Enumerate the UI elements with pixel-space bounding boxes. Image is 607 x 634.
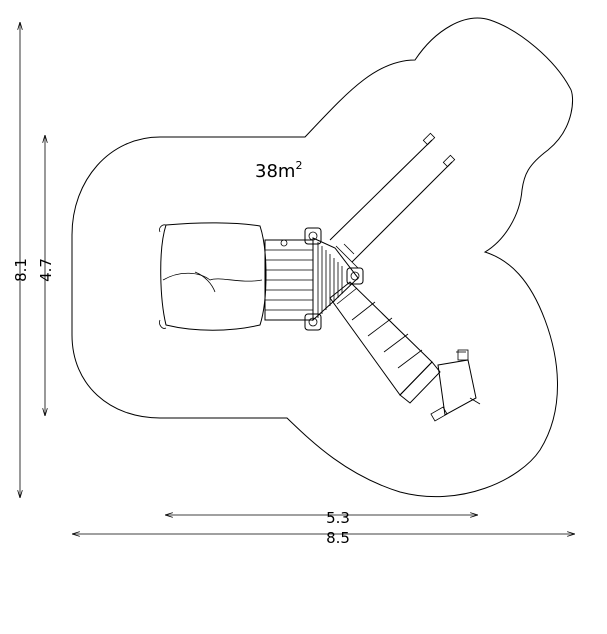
ladder xyxy=(329,132,456,269)
dimension-inner-height: 4.7 xyxy=(37,135,55,416)
climbing-cube xyxy=(159,222,267,331)
area-label: 38m2 xyxy=(255,159,302,182)
total-height-label: 8.1 xyxy=(12,258,30,282)
total-width-label: 8.5 xyxy=(326,529,350,547)
inner-height-label: 4.7 xyxy=(37,258,55,282)
tower-platform xyxy=(304,227,364,331)
slide xyxy=(329,281,481,422)
dimension-total-width: 8.5 xyxy=(72,529,575,547)
inner-width-label: 5.3 xyxy=(326,509,350,527)
dimension-inner-width: 5.3 xyxy=(165,509,478,527)
platform-ramp xyxy=(264,239,314,321)
dimension-total-height: 8.1 xyxy=(12,22,30,498)
safety-zone-outline xyxy=(71,17,574,498)
